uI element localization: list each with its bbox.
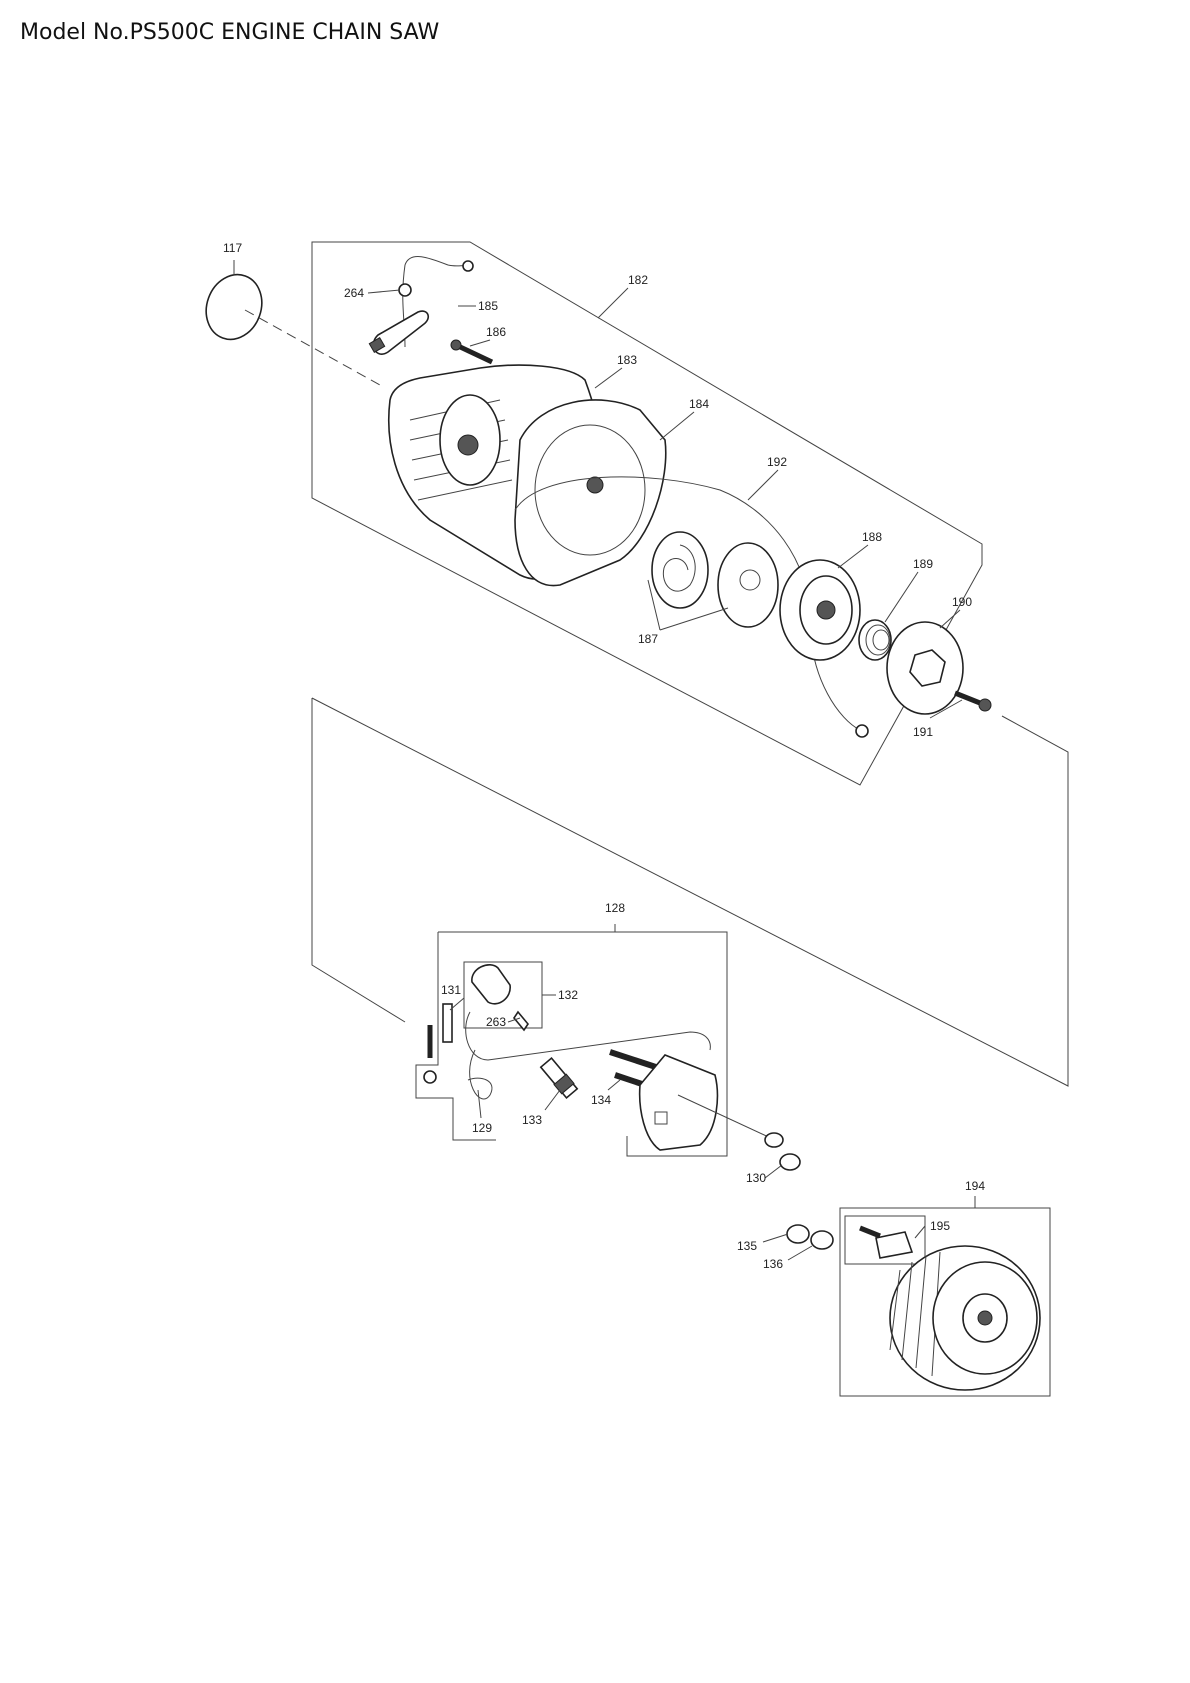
label-191: 191 (913, 725, 933, 739)
label-131: 131 (441, 983, 461, 997)
starter-assembly-group (197, 241, 992, 786)
pawl-frame (844, 1215, 926, 1265)
alignment-dash-line (244, 309, 381, 386)
pawl-bolt[interactable] (859, 1225, 881, 1239)
spark-plug-133[interactable] (539, 1057, 579, 1099)
label-135: 135 (737, 1239, 757, 1253)
part-labels: 117 264 185 186 182 183 184 192 188 189 … (223, 241, 985, 1271)
plug-spring-263[interactable] (513, 1010, 529, 1032)
washer-a[interactable] (764, 1132, 784, 1148)
label-188: 188 (862, 530, 882, 544)
hv-lead (465, 1011, 711, 1061)
rope-grommet (462, 260, 474, 272)
leader-lines (367, 287, 976, 1261)
label-187: 187 (638, 632, 658, 646)
tube-131[interactable] (442, 1003, 453, 1043)
page-title: Model No.PS500C ENGINE CHAIN SAW (20, 20, 440, 45)
ground-wire-129[interactable] (467, 1049, 493, 1100)
starter-group-frame (311, 241, 983, 786)
pawl-spring-189[interactable] (858, 619, 892, 661)
label-190: 190 (952, 595, 972, 609)
ignition-frame-left (415, 932, 496, 1141)
spring-plate-187[interactable] (717, 542, 779, 628)
label-132: 132 (558, 988, 578, 1002)
handle-end-cap (368, 336, 386, 354)
label-192: 192 (767, 455, 787, 469)
label-194: 194 (965, 1179, 985, 1193)
plug-cap-132[interactable] (471, 964, 511, 1005)
flywheel-frame (839, 1207, 1051, 1397)
gasket-ring-117[interactable] (197, 267, 270, 347)
group-link-left (311, 698, 406, 1023)
starter-cover-184[interactable] (514, 399, 667, 587)
label-263: 263 (486, 1015, 506, 1029)
label-129: 129 (472, 1121, 492, 1135)
label-183: 183 (617, 353, 637, 367)
label-117: 117 (223, 241, 242, 255)
pawl-195[interactable] (875, 1231, 914, 1259)
ratchet-hex (909, 649, 946, 687)
washer-136[interactable] (810, 1230, 834, 1250)
rope-end-knot (855, 724, 869, 738)
rope-ring-264[interactable] (398, 283, 412, 297)
flywheel-group (786, 1207, 1051, 1397)
ignition-coil-module[interactable] (638, 1054, 719, 1151)
screw-186[interactable] (454, 342, 494, 365)
label-186: 186 (486, 325, 506, 339)
recoil-spring-187[interactable] (651, 531, 709, 609)
label-128: 128 (605, 901, 625, 915)
label-195: 195 (930, 1219, 950, 1233)
ignition-frame-right (615, 931, 728, 1157)
label-264: 264 (344, 286, 364, 300)
label-184: 184 (689, 397, 709, 411)
nut-135[interactable] (786, 1224, 810, 1244)
washer-130[interactable] (779, 1153, 801, 1171)
label-133: 133 (522, 1113, 542, 1127)
starter-rope-192[interactable] (514, 476, 861, 731)
label-134: 134 (591, 1093, 611, 1107)
ignition-coil-group (415, 924, 801, 1171)
label-185: 185 (478, 299, 498, 313)
label-189: 189 (913, 557, 933, 571)
label-136: 136 (763, 1257, 783, 1271)
label-130: 130 (746, 1171, 766, 1185)
group-link-right (311, 697, 1069, 1087)
label-182: 182 (628, 273, 648, 287)
